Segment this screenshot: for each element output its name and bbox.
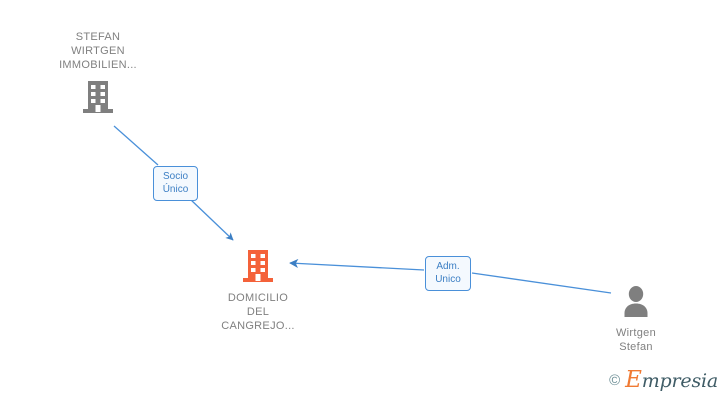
graph-node-label: Wirtgen Stefan (616, 327, 656, 353)
building-icon (83, 81, 113, 113)
brand-wordmark: Empresia (625, 369, 718, 392)
copyright-icon: © (609, 372, 621, 389)
edge-label-adm-unico[interactable]: Adm. Unico (425, 256, 471, 291)
edge-adm-unico-segment-left (289, 258, 425, 271)
graph-node-domicilio-del-cangrejo[interactable]: DOMICILIO DEL CANGREJO... (183, 247, 333, 333)
graph-node-label: STEFAN WIRTGEN IMMOBILIEN... (59, 31, 137, 71)
brand-wordmark-rest: mpresia (641, 370, 718, 392)
person-icon (624, 286, 648, 317)
edge-socio-unico-segment-upper (113, 125, 159, 166)
empresia-watermark: © Empresia (609, 369, 718, 392)
edge-socio-unico-segment-lower (189, 198, 234, 241)
edge-label-socio-unico[interactable]: Socio Único (153, 166, 198, 201)
brand-wordmark-initial: E (625, 367, 642, 393)
edge-adm-unico-segment-right (471, 272, 612, 294)
graph-node-stefan-wirtgen-immobilien[interactable]: STEFAN WIRTGEN IMMOBILIEN... (23, 30, 173, 118)
graph-node-wirtgen-stefan[interactable]: Wirtgen Stefan (561, 282, 711, 354)
graph-node-label: DOMICILIO DEL CANGREJO... (221, 292, 295, 332)
building-icon (243, 250, 273, 282)
